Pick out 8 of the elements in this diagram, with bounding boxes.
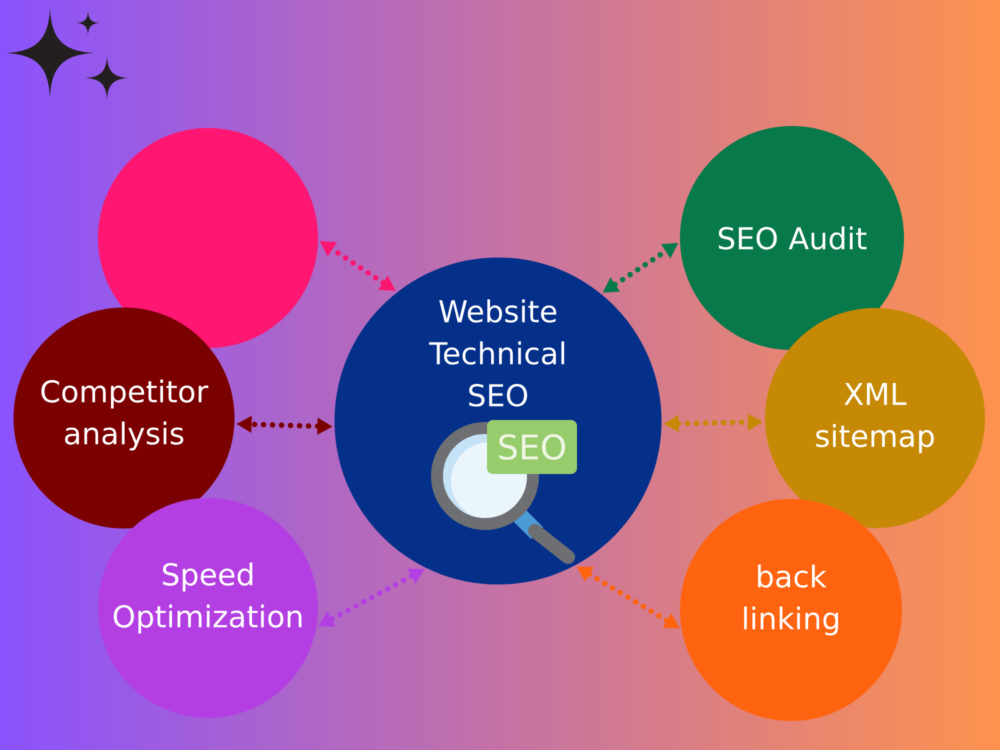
topic-circle [98, 128, 318, 348]
arrow [318, 568, 424, 627]
arrow [602, 243, 678, 293]
arrow [576, 566, 680, 628]
arrow [236, 416, 332, 435]
arrow [664, 414, 763, 432]
arrow [320, 241, 396, 291]
tag: SEO [487, 420, 577, 474]
